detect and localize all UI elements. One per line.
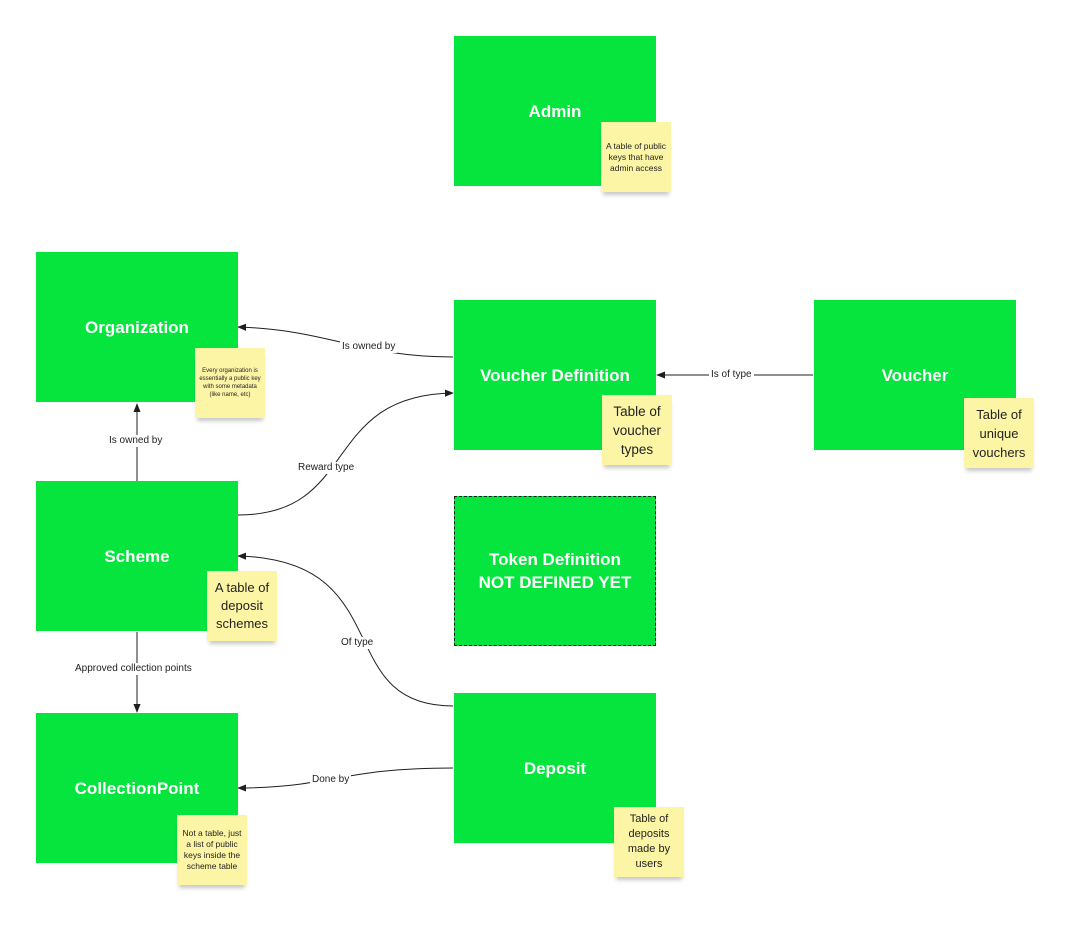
sticky-note-scheme-text: A table of deposit schemes: [214, 580, 270, 631]
edge-label-deposit-collection-point: Done by: [310, 774, 352, 786]
sticky-note-organization[interactable]: Every organization is essentially a publ…: [195, 348, 265, 418]
entity-organization-title: Organization: [85, 317, 189, 337]
entity-token-definition[interactable]: Token Definition NOT DEFINED YET: [454, 496, 656, 646]
edge-label-voucher-vd: Is of type: [709, 369, 754, 381]
edge-label-deposit-scheme: Of type: [339, 637, 376, 649]
sticky-note-collection-point-text: Not a table, just a list of public keys …: [182, 828, 242, 871]
sticky-note-voucher[interactable]: Table of unique vouchers: [964, 398, 1034, 468]
entity-admin-title: Admin: [528, 101, 582, 121]
sticky-note-scheme[interactable]: A table of deposit schemes: [207, 571, 277, 641]
edge-label-vd-organization: Is owned by: [340, 341, 398, 353]
entity-voucher-definition-title: Voucher Definition: [480, 365, 630, 385]
sticky-note-collection-point[interactable]: Not a table, just a list of public keys …: [177, 815, 247, 885]
sticky-note-voucher-definition-text: Table of voucher types: [612, 403, 662, 457]
edge-label-scheme-vd: Reward type: [296, 462, 357, 474]
entity-voucher-definition[interactable]: Voucher Definition: [454, 300, 656, 450]
entity-deposit-title: Deposit: [523, 758, 587, 778]
sticky-note-voucher-definition[interactable]: Table of voucher types: [602, 395, 672, 465]
edge-label-scheme-organization: Is owned by: [107, 435, 165, 447]
sticky-note-organization-text: Every organization is essentially a publ…: [199, 368, 261, 398]
edge-label-scheme-collection-point: Approved collection points: [73, 663, 194, 675]
entity-collection-point-title: CollectionPoint: [74, 778, 200, 798]
edge-scheme-to-vd[interactable]: [237, 389, 454, 516]
entity-scheme[interactable]: Scheme: [36, 481, 238, 631]
sticky-note-deposit-text: Table of deposits made by users: [627, 813, 671, 870]
sticky-note-admin-text: A table of public keys that have admin a…: [605, 140, 666, 173]
entity-voucher-title: Voucher: [881, 365, 949, 385]
entity-token-definition-title: Token Definition NOT DEFINED YET: [478, 550, 632, 592]
edge-deposit-to-scheme[interactable]: [237, 552, 454, 707]
sticky-note-deposit[interactable]: Table of deposits made by users: [614, 807, 684, 877]
sticky-note-voucher-text: Table of unique vouchers: [972, 406, 1026, 460]
entity-scheme-title: Scheme: [104, 546, 170, 566]
sticky-note-admin[interactable]: A table of public keys that have admin a…: [601, 122, 671, 192]
